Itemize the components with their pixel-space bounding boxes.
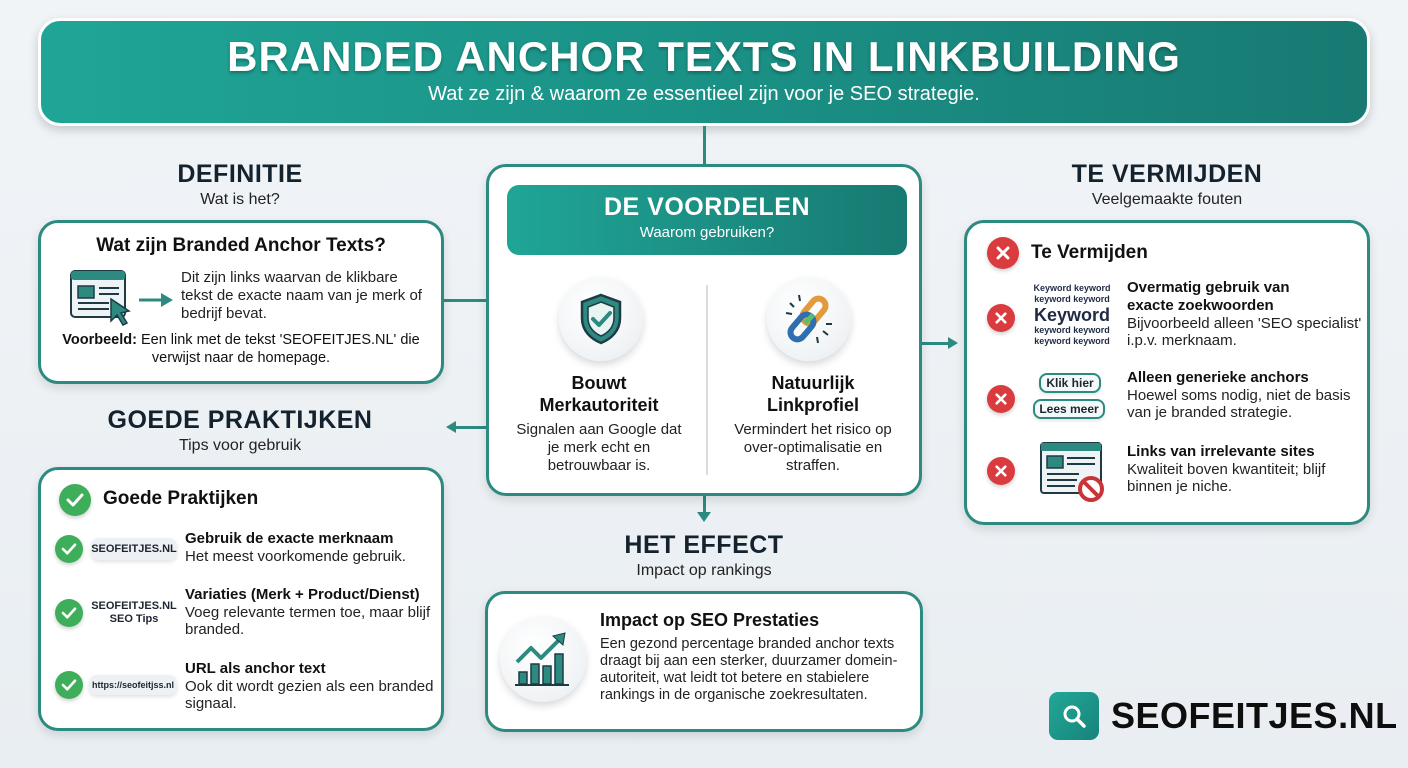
x-icon [987,457,1015,485]
shield-check-icon [559,277,643,361]
definitie-body: Dit zijn links waarvan de klikbare tekst… [181,269,422,322]
praktijken-heading: GOEDE PRAKTIJKEN Tips voor gebruik [40,406,440,455]
connector-effect [703,495,706,513]
section-title: GOEDE PRAKTIJKEN [107,406,373,434]
connector-definitie [443,299,487,302]
benefit-title-line: Bouwt [571,373,627,393]
card-title: Goede Praktijken [103,488,259,509]
pill-line-1: SEOFEITJES.NL [91,600,177,612]
item-title: Gebruik de exacte merknaam [185,530,394,547]
keyword-line: keyword keyword [1034,336,1110,346]
x-icon [987,304,1015,332]
pill-line-2: SEO Tips [109,613,159,625]
arrow-left-icon [446,421,456,433]
item-title: Alleen generieke anchors [1127,369,1309,386]
brand-variation-pill: SEOFEITJES.NL SEO Tips [91,600,177,626]
benefit-desc: Vermindert het risico op over-optimalisa… [734,421,892,474]
section-title: HET EFFECT [624,531,784,559]
benefit-title-line: Merkautoriteit [539,395,659,415]
section-subtitle: Veelgemaakte fouten [1091,191,1243,208]
url-pill: https://seofeitjss.nl [89,675,177,695]
item-title: Links van irrelevante sites [1127,443,1315,460]
definitie-card: Wat zijn Branded Anchor Texts? Dit zijn … [38,220,444,384]
practice-item: URL als anchor text Ook dit wordt gezien… [185,660,435,712]
item-title: Variaties (Merk + Product/Dienst) [185,586,420,603]
effect-card: Impact op SEO Prestaties Een gezond perc… [485,591,923,732]
logo-text: SEOFEITJES.NL [1111,695,1398,736]
check-icon [55,671,83,699]
keyword-line: keyword keyword [1034,294,1110,304]
practice-item: Variaties (Merk + Product/Dienst) Voeg r… [185,586,441,638]
item-desc: Kwaliteit boven kwantiteit; blijf binnen… [1127,461,1326,495]
item-title: exacte zoekwoorden [1127,297,1274,314]
example-label: Voorbeeld: [62,332,137,348]
arrow-down-icon [697,512,711,522]
connector-vermijden [922,342,950,345]
item-title: Overmatig gebruik van [1127,279,1290,296]
item-desc: Ook dit wordt gezien als een branded sig… [185,678,434,712]
section-title: DEFINITIE [177,160,303,188]
section-title: DE VOORDELEN [603,193,811,221]
definitie-example: Voorbeeld: Een link met de tekst 'SEOFEI… [51,331,431,367]
item-desc: Het meest voorkomende gebruik. [185,548,406,565]
arrow-right-icon [139,293,173,312]
page-subtitle: Wat ze zijn & waarom ze essentieel zijn … [428,83,980,105]
vermijden-heading: TE VERMIJDEN Veelgemaakte fouten [966,160,1368,209]
benefit-title: Natuurlijk Linkprofiel [713,372,913,416]
section-title: TE VERMIJDEN [1071,160,1263,188]
search-icon [1049,692,1099,740]
avoid-item: Overmatig gebruik van exacte zoekwoorden… [1127,279,1363,349]
header-banner: BRANDED ANCHOR TEXTS IN LINKBUILDING Wat… [38,18,1370,126]
card-title: Impact op SEO Prestaties [600,610,820,630]
benefit-title: Bouwt Merkautoriteit [499,372,699,416]
section-subtitle: Wat is het? [200,191,280,208]
section-subtitle: Impact op rankings [636,562,772,579]
voordelen-banner: DE VOORDELEN Waarom gebruiken? [507,185,907,255]
arrow-right-icon [948,337,958,349]
effect-heading: HET EFFECT Impact op rankings [486,531,922,580]
praktijken-card: Goede Praktijken SEOFEITJES.NL Gebruik d… [38,467,444,731]
keyword-line: keyword keyword [1034,325,1110,335]
x-icon [987,385,1015,413]
benefit-title-line: Natuurlijk [771,373,855,393]
effect-body: Een gezond percentage branded anchor tex… [600,636,898,703]
card-title: Te Vermijden [1031,242,1148,263]
connector-top [703,126,706,164]
card-title: Wat zijn Branded Anchor Texts? [96,235,386,256]
voordelen-card: DE VOORDELEN Waarom gebruiken? Bouwt Mer… [486,164,922,496]
benefit-title-line: Linkprofiel [766,395,859,415]
example-text: Een link met de tekst 'SEOFEITJES.NL' di… [140,332,420,366]
brand-pill: SEOFEITJES.NL [91,538,177,560]
avoid-item: Alleen generieke anchors Hoewel soms nod… [1127,369,1363,421]
benefit-desc: Signalen aan Google dat je merk echt en … [516,421,682,474]
keyword-line: Keyword [1033,305,1111,325]
item-desc: Voeg relevante termen toe, maar blijf br… [185,604,431,638]
chain-link-icon [767,277,851,361]
generic-anchor-chip: Lees meer [1033,399,1105,419]
item-desc: Bijvoorbeeld alleen 'SEO specialist' i.p… [1127,315,1362,349]
brand-logo[interactable]: SEOFEITJES.NL [1049,692,1398,740]
section-subtitle: Waarom gebruiken? [639,224,775,241]
growth-chart-icon [500,616,586,702]
check-icon [59,484,91,516]
item-desc: Hoewel soms nodig, niet de basis van je … [1127,387,1351,421]
divider [706,285,708,475]
x-icon [987,237,1019,269]
check-icon [55,599,83,627]
vermijden-card: Te Vermijden Keyword keyword keyword key… [964,220,1370,525]
item-title: URL als anchor text [185,660,326,677]
blocked-site-icon [1039,441,1105,508]
avoid-item: Links van irrelevante sites Kwaliteit bo… [1127,443,1363,495]
page-title: BRANDED ANCHOR TEXTS IN LINKBUILDING [227,33,1181,80]
generic-anchor-chip: Klik hier [1039,373,1101,393]
definitie-heading: DEFINITIE Wat is het? [40,160,440,209]
practice-item: Gebruik de exacte merknaam Het meest voo… [185,530,435,565]
section-subtitle: Tips voor gebruik [178,437,302,454]
browser-click-icon [69,269,133,332]
keyword-line: Keyword keyword [1033,283,1111,293]
keyword-stuffing-visual: Keyword keyword keyword keyword Keyword … [1027,283,1117,347]
connector-praktijken [456,426,487,429]
check-icon [55,535,83,563]
